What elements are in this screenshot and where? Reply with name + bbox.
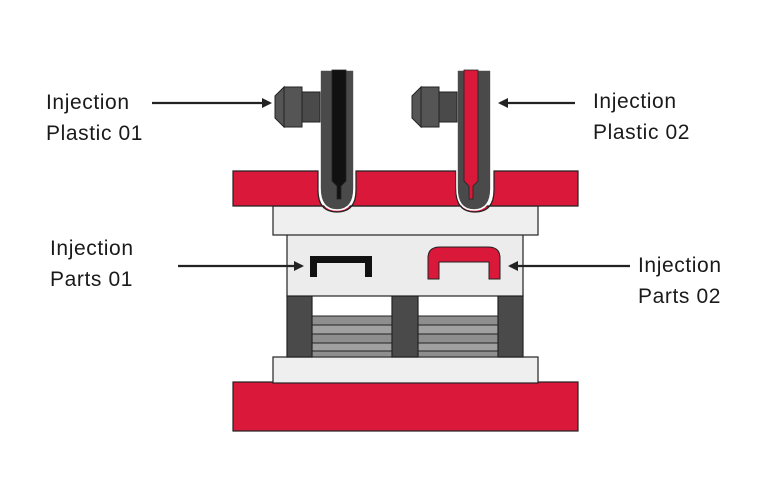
label-plastic-01-line1: Injection (46, 91, 130, 114)
label-parts-02-line1: Injection (638, 254, 722, 277)
ejector-stack-left (311, 315, 393, 358)
label-injection-parts-01: Injection Parts 01 (50, 233, 134, 295)
cavity-plate (286, 233, 524, 297)
label-parts-02-line2: Parts 02 (638, 285, 722, 308)
label-injection-plastic-01: Injection Plastic 01 (46, 87, 143, 149)
nozzle-plastic-01 (274, 69, 355, 211)
ejector-stack-right (417, 315, 499, 358)
support-pillar-right (497, 295, 524, 358)
bottom-support-plate (272, 356, 539, 384)
label-parts-01-line1: Injection (50, 237, 134, 260)
molded-part-01 (310, 256, 372, 277)
nozzle-plastic-02 (411, 69, 492, 211)
label-plastic-02-line1: Injection (593, 90, 677, 113)
bottom-clamp-plate (232, 381, 579, 432)
label-injection-parts-02: Injection Parts 02 (638, 250, 722, 312)
molded-part-02 (427, 246, 501, 280)
support-pillar-center (391, 295, 419, 358)
upper-plate (272, 205, 539, 236)
label-injection-plastic-02: Injection Plastic 02 (593, 86, 690, 148)
support-pillar-left (286, 295, 313, 358)
label-parts-01-line2: Parts 01 (50, 268, 134, 291)
label-plastic-01-line2: Plastic 01 (46, 122, 144, 145)
label-plastic-02-line2: Plastic 02 (593, 121, 691, 144)
top-clamp-plate (232, 170, 579, 213)
